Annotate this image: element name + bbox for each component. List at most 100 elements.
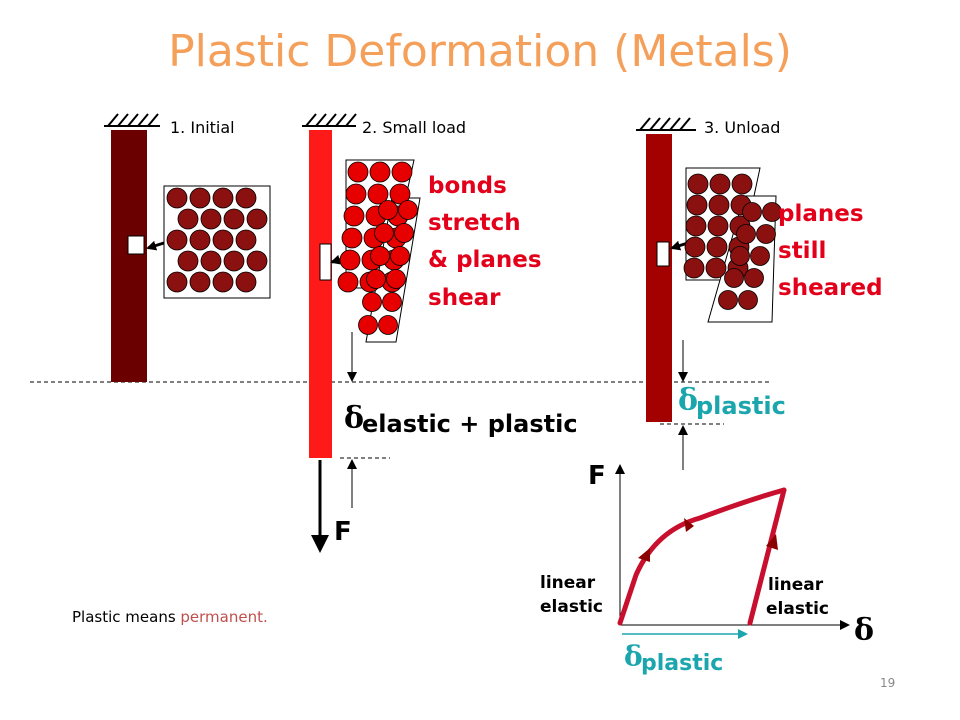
sample-marker-1 <box>127 235 145 255</box>
atom <box>374 223 394 243</box>
atom <box>223 208 245 230</box>
atom <box>389 183 411 205</box>
atom-lattice-stretched <box>337 161 418 335</box>
label-elastic-plastic: elastic + plastic <box>362 410 578 438</box>
note-highlight: permanent. <box>180 608 268 626</box>
atom <box>200 208 222 230</box>
graph-left-elastic: elastic <box>540 597 603 617</box>
atom <box>382 292 402 312</box>
atom <box>705 257 727 279</box>
atom <box>166 229 188 251</box>
atom <box>707 215 729 237</box>
graph-plastic-label: plastic <box>641 651 723 676</box>
atom <box>756 224 776 244</box>
stage-label-initial: 1. Initial <box>170 118 235 137</box>
atom <box>744 268 764 288</box>
atom <box>235 271 257 293</box>
atom <box>730 246 750 266</box>
atom <box>166 187 188 209</box>
delta-symbol-plastic: δ <box>678 383 698 418</box>
atom <box>378 200 398 220</box>
atom <box>358 315 378 335</box>
graph-right-linear: linear <box>768 575 824 595</box>
note-text: Plastic means permanent. <box>72 608 268 626</box>
delta-symbol-elastic-plastic: δ <box>344 401 364 436</box>
atom <box>166 271 188 293</box>
ceiling-hatch-2 <box>302 113 357 127</box>
bar-initial <box>111 130 147 382</box>
atom <box>369 161 391 183</box>
atom <box>742 202 762 222</box>
atom <box>370 246 390 266</box>
atom <box>337 271 359 293</box>
atom <box>339 249 361 271</box>
atom <box>738 290 758 310</box>
atom <box>731 173 753 195</box>
page-number: 19 <box>880 676 896 690</box>
atom <box>223 250 245 272</box>
atom <box>708 194 730 216</box>
atom <box>212 271 234 293</box>
annotation-shear: shear <box>428 285 501 311</box>
annotation-sheared: sheared <box>778 275 883 301</box>
atom <box>706 236 728 258</box>
atom-lattice-sheared <box>683 173 782 310</box>
bar-unloaded <box>646 134 672 422</box>
sample-marker-3 <box>656 241 670 267</box>
atom <box>189 229 211 251</box>
atom <box>718 290 738 310</box>
atom <box>212 187 234 209</box>
atom <box>189 271 211 293</box>
force-arrow-head <box>311 535 329 553</box>
label-plastic: plastic <box>696 392 786 420</box>
annotation-still: still <box>778 238 826 264</box>
stage-label-unload: 3. Unload <box>704 118 781 137</box>
atom <box>177 250 199 272</box>
atom <box>390 246 410 266</box>
curve-arrow-1 <box>638 548 650 562</box>
atom <box>200 250 222 272</box>
graph-delta-plastic-symbol: δ <box>624 640 643 673</box>
atom <box>391 161 413 183</box>
atom <box>235 229 257 251</box>
atom-lattice-initial <box>166 187 268 293</box>
sample-marker-2 <box>319 243 332 281</box>
atom <box>750 246 770 266</box>
atom <box>341 227 363 249</box>
atom <box>685 215 707 237</box>
atom <box>345 183 367 205</box>
atom <box>398 200 418 220</box>
atom <box>686 194 708 216</box>
graph-left-linear: linear <box>540 573 596 593</box>
atom <box>709 173 731 195</box>
annotation-planes: planes <box>778 201 864 227</box>
atom <box>687 173 709 195</box>
page-title: Plastic Deformation (Metals) <box>168 26 792 77</box>
force-label: F <box>334 517 352 547</box>
ceiling-hatch-3 <box>636 117 696 131</box>
atom <box>362 292 382 312</box>
atom <box>762 202 782 222</box>
atom <box>683 257 705 279</box>
graph-right-elastic: elastic <box>766 599 829 619</box>
atom <box>177 208 199 230</box>
atom <box>246 250 268 272</box>
graph-y-label: F <box>588 461 606 491</box>
annotation-and-planes: & planes <box>428 247 542 273</box>
graph-x-symbol: δ <box>854 613 874 648</box>
atom <box>343 205 365 227</box>
atom <box>367 183 389 205</box>
bar-loaded <box>309 130 332 458</box>
ceiling-hatch-1 <box>104 113 160 127</box>
atom <box>684 236 706 258</box>
atom <box>246 208 268 230</box>
atom <box>736 224 756 244</box>
atom <box>189 187 211 209</box>
atom <box>386 269 406 289</box>
atom <box>394 223 414 243</box>
atom <box>724 268 744 288</box>
atom <box>347 161 369 183</box>
atom <box>366 269 386 289</box>
curve-arrow-3 <box>766 534 778 550</box>
